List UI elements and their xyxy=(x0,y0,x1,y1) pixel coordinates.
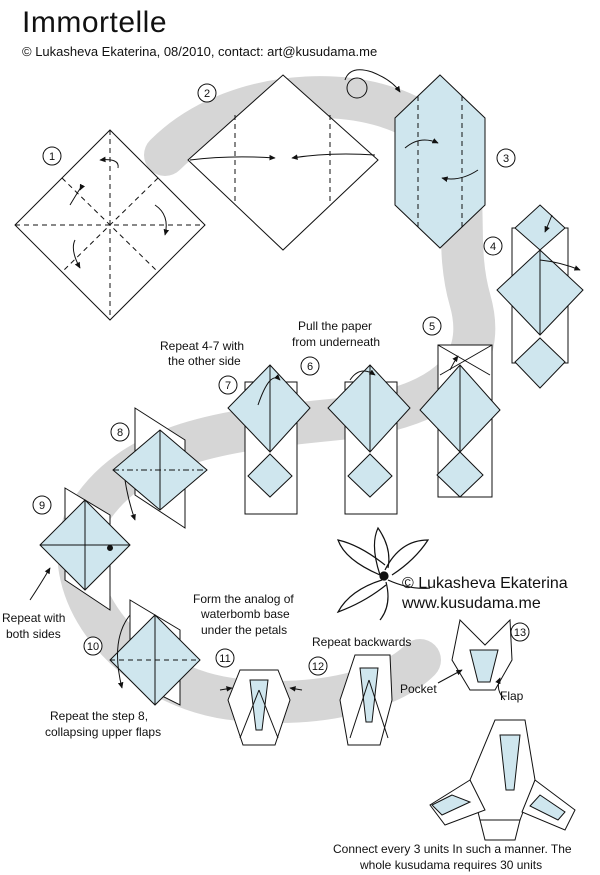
svg-text:3: 3 xyxy=(503,153,509,165)
step-12-figure xyxy=(339,654,393,746)
step-number-7: 7 xyxy=(218,375,238,395)
step-10-figure xyxy=(109,599,201,706)
step-5-figure xyxy=(419,344,501,498)
flower-logo xyxy=(336,526,431,621)
note-connect-line1: Connect every 3 units In such a manner. … xyxy=(333,842,572,856)
svg-text:1: 1 xyxy=(49,151,55,163)
note-flap: Flap xyxy=(500,689,524,703)
note-pocket: Pocket xyxy=(400,682,437,696)
note-analog-line1: Form the analog of xyxy=(193,592,294,606)
step-13-figure xyxy=(437,618,513,701)
note-repeat-4-7-line2: the other side xyxy=(168,354,241,368)
note-connect-line2: whole kusudama requires 30 units xyxy=(359,858,542,872)
note-step8-line2: collapsing upper flaps xyxy=(45,725,161,739)
note-repeat-backwards: Repeat backwards xyxy=(312,635,411,649)
svg-text:4: 4 xyxy=(490,241,496,253)
step-number-12: 12 xyxy=(308,656,328,676)
svg-text:5: 5 xyxy=(429,321,435,333)
step-7-figure xyxy=(227,364,311,515)
note-step8-line1: Repeat the step 8, xyxy=(50,709,148,723)
step-11-figure xyxy=(219,669,303,746)
note-pull-line1: Pull the paper xyxy=(298,319,372,333)
step-2-figure xyxy=(187,69,401,251)
note-pull-line2: from underneath xyxy=(292,335,380,349)
credit-author: © Lukasheva Ekaterina xyxy=(402,575,568,592)
svg-text:11: 11 xyxy=(219,653,230,665)
step-number-6: 6 xyxy=(300,356,320,376)
step-4-figure xyxy=(496,204,584,389)
step-3-figure xyxy=(394,74,486,249)
svg-text:13: 13 xyxy=(514,627,526,639)
svg-text:2: 2 xyxy=(204,88,210,100)
note-repeat-4-7-line1: Repeat 4-7 with xyxy=(160,339,244,353)
svg-text:6: 6 xyxy=(307,361,313,373)
svg-text:7: 7 xyxy=(225,380,231,392)
note-both-sides-line1: Repeat with xyxy=(2,611,65,625)
svg-text:9: 9 xyxy=(39,500,45,512)
credit-block: © Lukasheva Ekaterina www.kusudama.me xyxy=(402,574,568,614)
step-number-9: 9 xyxy=(32,495,52,515)
step-number-5: 5 xyxy=(422,316,442,336)
step-number-2: 2 xyxy=(197,83,217,103)
step-number-4: 4 xyxy=(483,236,503,256)
note-analog-line3: under the petals xyxy=(201,623,287,637)
author-subtitle: © Lukasheva Ekaterina, 08/2010, contact:… xyxy=(22,44,378,59)
step-number-13: 13 xyxy=(510,622,530,642)
note-both-sides-line2: both sides xyxy=(6,627,61,641)
step-1-figure xyxy=(14,129,206,321)
step-number-1: 1 xyxy=(42,146,62,166)
step-9-figure xyxy=(29,487,131,611)
final-assembly-figure xyxy=(429,719,576,841)
step-number-11: 11 xyxy=(215,648,235,668)
step-number-3: 3 xyxy=(496,148,516,168)
svg-text:12: 12 xyxy=(312,661,324,673)
page-title: Immortelle xyxy=(22,6,168,39)
step-6-figure xyxy=(327,364,411,515)
credit-website: www.kusudama.me xyxy=(402,595,541,612)
step-number-10: 10 xyxy=(83,636,103,656)
step-8-figure xyxy=(112,407,208,529)
svg-text:10: 10 xyxy=(87,641,99,653)
note-analog-line2: waterbomb base xyxy=(200,607,290,621)
step-number-8: 8 xyxy=(110,422,130,442)
svg-text:8: 8 xyxy=(117,427,123,439)
